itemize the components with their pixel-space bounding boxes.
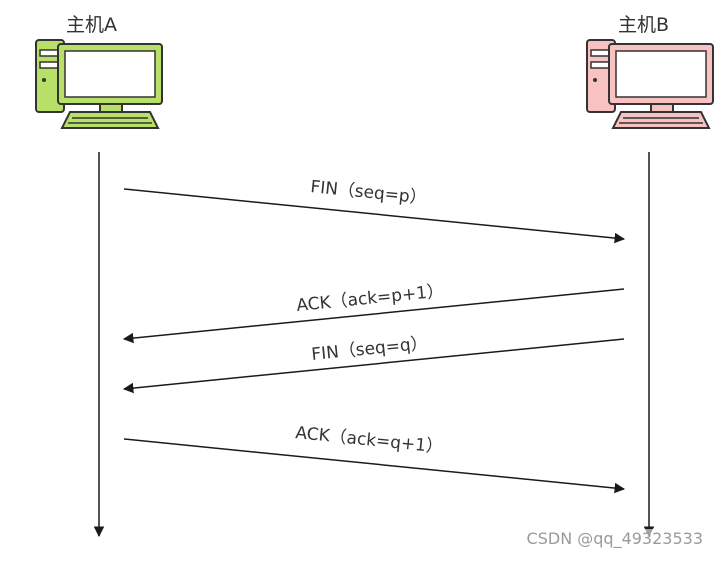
message-arrow-4 [123, 438, 626, 494]
message-label-1: FIN（seq=p） [310, 177, 428, 208]
host-a-label: 主机A [66, 14, 117, 36]
watermark: CSDN @qq_49323533 [526, 529, 703, 548]
host-b-label: 主机B [618, 14, 670, 36]
message-arrow-3 [122, 338, 625, 394]
message-arrow-2 [122, 288, 625, 344]
message-label-2: ACK（ack=p+1） [296, 281, 445, 316]
message-label-4: ACK（ack=q+1） [295, 423, 444, 458]
computer-b-icon [586, 39, 714, 129]
computer-a-icon [35, 39, 163, 129]
message-arrow-1 [123, 188, 626, 244]
